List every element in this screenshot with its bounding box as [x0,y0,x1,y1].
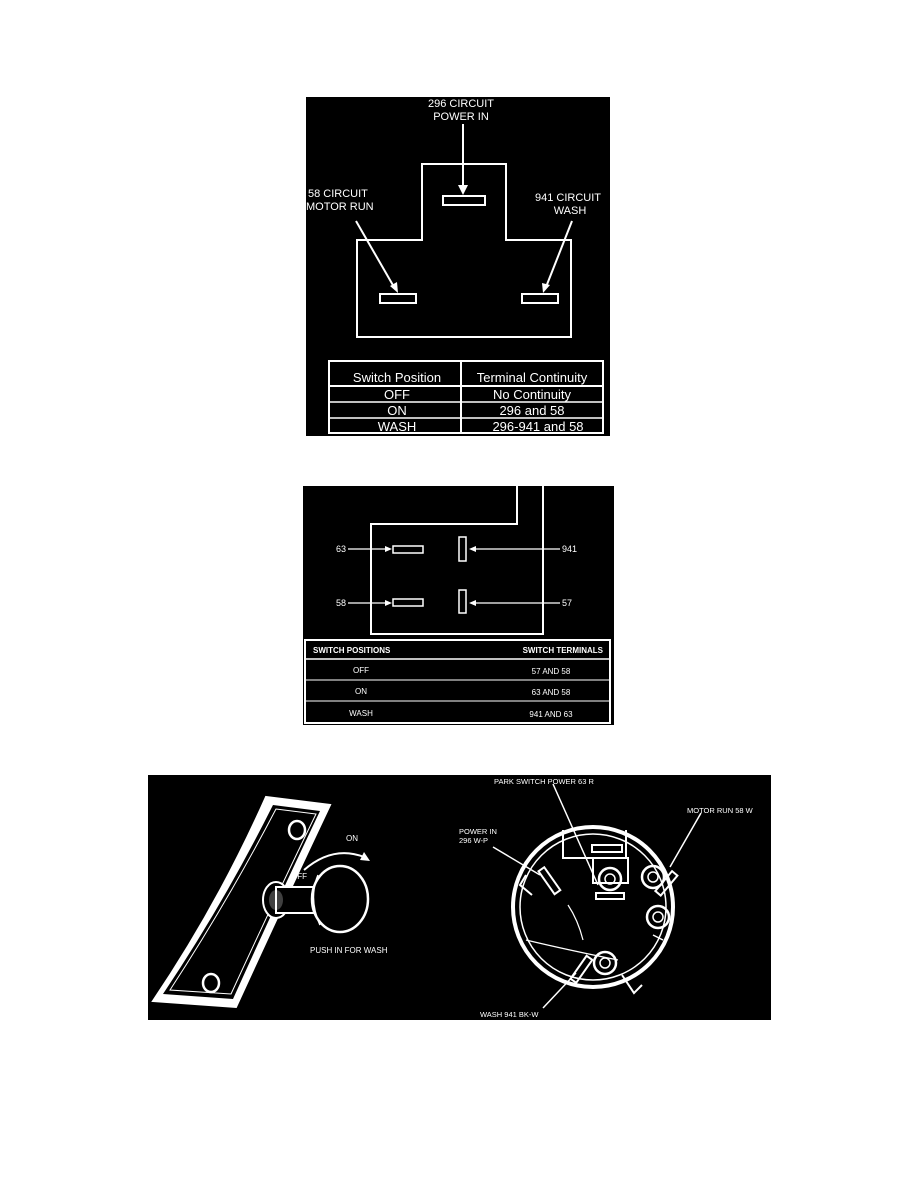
leader-power-in [492,846,541,876]
table-cell: 941 AND 63 [529,710,573,719]
connector-label-power-in-line1: POWER IN [459,827,497,836]
table-cell: ON [387,403,407,418]
bracket-hole-bottom [201,972,221,994]
arrowhead-57 [469,600,476,606]
terminal-socket-63 [597,866,623,892]
terminal-blade-63 [595,892,625,900]
label-296-line2: POWER IN [433,111,489,123]
table-cell: 63 AND 58 [532,688,571,697]
table-cell: OFF [384,387,410,402]
bracket-hole-top [287,819,307,841]
leader-motor-run [669,812,702,868]
figure-1-drawing: 296 CIRCUIT POWER IN 58 CIRCUIT MOTOR RU… [306,98,604,434]
table-cell: No Continuity [493,387,572,402]
connector-key-slot [591,844,623,853]
terminal-58 [379,293,417,304]
arrowhead-63 [385,546,392,552]
connector-plug [511,825,679,995]
terminal-941 [458,536,467,562]
table-header-switch-position: Switch Position [353,370,441,385]
table-cell: ON [355,687,367,696]
arrowhead-941 [469,546,476,552]
rotation-arrowhead [360,852,370,861]
label-941-line2: WASH [554,205,587,217]
terminal-socket-58 [640,864,666,890]
knob-label-on: ON [346,834,358,843]
figure-2-drawing: 63 58 941 57 SWITCH POSITIONS SWITCH TER… [304,486,611,724]
connector-label-park-switch: PARK SWITCH POWER 63 R [494,777,594,786]
connector-label-wash: WASH 941 BK-W [480,1010,539,1019]
terminal-296 [442,195,486,206]
switch-housing-outline [356,163,572,338]
switch-housing-outline [370,486,544,635]
arrowhead-58 [385,600,392,606]
arrowhead-941 [542,283,550,293]
connector-label-power-in-line2: 296 W-P [459,836,488,845]
table-cell: WASH [378,419,417,434]
terminal-socket-extra [645,904,671,930]
knob-label-push-in-for-wash: PUSH IN FOR WASH [310,946,388,955]
label-terminal-58: 58 [336,598,346,608]
label-terminal-57: 57 [562,598,572,608]
knob-label-off: OFF [291,872,307,881]
figure-1-wiper-switch-three-terminal: 296 CIRCUIT POWER IN 58 CIRCUIT MOTOR RU… [306,97,610,436]
terminal-63 [392,545,424,554]
label-terminal-63: 63 [336,544,346,554]
table-cell: 57 AND 58 [532,667,571,676]
terminals-table-frame [304,639,611,724]
table-header-terminal-continuity: Terminal Continuity [477,370,588,385]
leader-941 [545,220,573,288]
terminal-57 [458,589,467,614]
figure-3-drawing: OFF ON PUSH IN FOR WASH [151,777,754,1019]
connector-label-motor-run: MOTOR RUN 58 W [687,806,754,815]
rotation-arrow [303,852,365,871]
leader-58 [355,220,395,288]
table-header-switch-positions: SWITCH POSITIONS [313,646,391,655]
label-terminal-941: 941 [562,544,577,554]
leader-park-switch [552,783,599,886]
label-58-line2: MOTOR RUN [306,201,374,213]
terminal-socket-941 [592,950,618,976]
table-cell: WASH [349,709,373,718]
terminal-blade-296 [537,865,562,896]
continuity-table-frame [328,360,604,434]
mounting-bracket [151,795,332,1009]
terminal-blade-941 [569,954,594,985]
leader-wash [542,972,577,1009]
label-941-line1: 941 CIRCUIT [535,192,601,204]
label-296-line1: 296 CIRCUIT [428,98,494,110]
figure-2-wiper-switch-four-terminal: 63 58 941 57 SWITCH POSITIONS SWITCH TER… [303,486,614,725]
wiper-knob [262,864,370,934]
terminal-58 [392,598,424,607]
table-cell: 296 and 58 [499,403,564,418]
terminal-blade-58 [653,869,679,897]
table-header-switch-terminals: SWITCH TERMINALS [523,646,604,655]
terminal-941 [521,293,559,304]
arrowhead-296 [458,185,468,195]
label-58-line1: 58 CIRCUIT [308,188,368,200]
figure-3-knob-and-connector: OFF ON PUSH IN FOR WASH [148,775,771,1020]
table-cell: OFF [353,666,369,675]
table-cell: 296-941 and 58 [492,419,583,434]
arrowhead-58 [390,282,398,293]
